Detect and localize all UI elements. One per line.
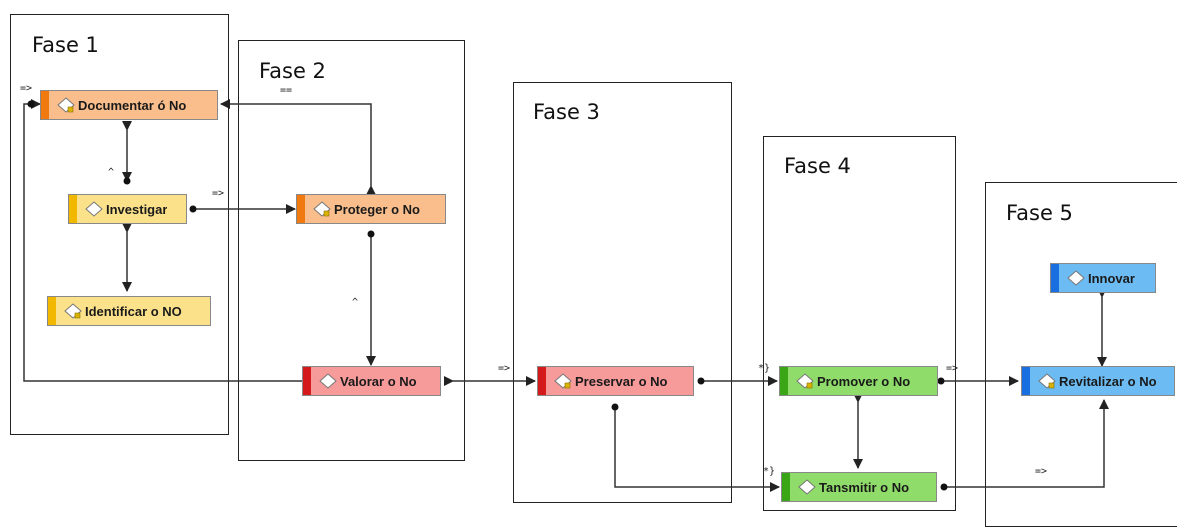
phase-title-3: Fase 3 [533, 100, 600, 124]
diamond-icon [554, 373, 572, 389]
node-revitalizar[interactable]: Revitalizar o No [1021, 366, 1175, 396]
node-label: Promover o No [817, 373, 911, 389]
node-label: Investigar [106, 201, 168, 217]
phase-box-5 [985, 182, 1177, 527]
node-promover[interactable]: Promover o No [779, 366, 938, 396]
connector-mark: *} [758, 363, 771, 374]
connector-mark: == [280, 85, 293, 96]
connector-mark: => [498, 363, 511, 374]
node-proteger[interactable]: Proteger o No [296, 194, 446, 224]
diamond-icon [319, 373, 337, 389]
node-label: Valorar o No [340, 373, 417, 389]
connector-dot [697, 377, 705, 385]
node-label: Innovar [1088, 270, 1135, 286]
connector-mark: ^ [352, 297, 359, 308]
diamond-icon [85, 201, 103, 217]
node-tansmitir[interactable]: Tansmitir o No [781, 472, 937, 502]
diamond-icon [1038, 373, 1056, 389]
connector-proteger-documentar [220, 99, 376, 195]
connector-dot [611, 403, 619, 411]
phase-title-4: Fase 4 [784, 154, 851, 178]
node-valorar[interactable]: Valorar o No [302, 366, 441, 396]
node-stripe [41, 91, 49, 119]
node-label: Identificar o NO [85, 303, 182, 319]
node-label: Preservar o No [575, 373, 668, 389]
node-stripe [782, 473, 790, 501]
node-label: Proteger o No [334, 201, 420, 217]
connector-mark: => [20, 83, 33, 94]
diamond-icon [313, 201, 331, 217]
diamond-icon [798, 479, 816, 495]
diamond-icon [57, 97, 75, 113]
phase-box-1 [10, 14, 229, 435]
node-stripe [538, 367, 546, 395]
node-stripe [1051, 264, 1059, 292]
phase-title-1: Fase 1 [32, 33, 99, 57]
diamond-icon [1067, 270, 1085, 286]
connector-dot [937, 377, 945, 385]
node-label: Revitalizar o No [1059, 373, 1157, 389]
connector-preservar-tansmitir [614, 407, 780, 492]
node-stripe [303, 367, 311, 395]
node-stripe [297, 195, 305, 223]
connector-valorar-documentar [23, 99, 302, 382]
connector-tansmitir-revitalizar [944, 399, 1109, 488]
node-identificar[interactable]: Identificar o NO [47, 296, 211, 326]
node-stripe [69, 195, 77, 223]
node-label: Tansmitir o No [819, 479, 910, 495]
node-investigar[interactable]: Investigar [68, 194, 187, 224]
node-innovar[interactable]: Innovar [1050, 263, 1156, 293]
phase-title-5: Fase 5 [1006, 201, 1073, 225]
diamond-icon [64, 303, 82, 319]
connector-mark: => [946, 363, 959, 374]
connector-mark: ^ [108, 167, 115, 178]
connector-dot [27, 100, 35, 108]
connector-dot [367, 230, 375, 238]
node-stripe [48, 297, 56, 325]
node-preservar[interactable]: Preservar o No [537, 366, 694, 396]
node-label: Documentar ó No [78, 97, 187, 113]
connector-mark: *} [763, 466, 776, 477]
diamond-icon [796, 373, 814, 389]
phase-box-3 [513, 82, 732, 503]
node-stripe [780, 367, 788, 395]
connector-dot [123, 177, 131, 185]
connector-dot [189, 205, 197, 213]
phase-title-2: Fase 2 [259, 59, 326, 83]
node-documentar[interactable]: Documentar ó No [40, 90, 218, 120]
connector-mark: => [1035, 466, 1048, 477]
connector-dot [940, 483, 948, 491]
connector-mark: => [212, 188, 225, 199]
node-stripe [1022, 367, 1030, 395]
